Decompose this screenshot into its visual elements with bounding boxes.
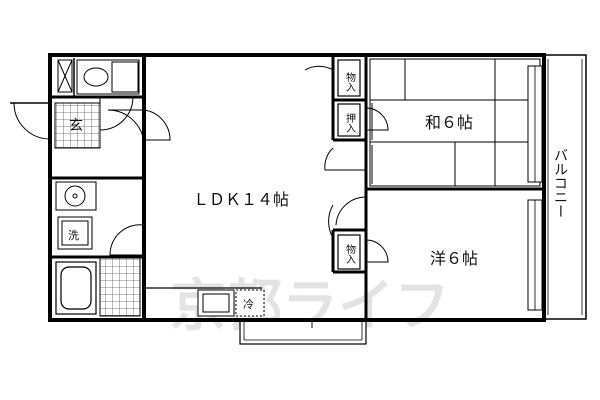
windows [527,65,543,311]
label-storage-3: 物入 [344,243,356,264]
label-balcony: バルコニー [552,148,568,218]
entrance-floor [54,102,101,149]
washbasin [55,181,97,211]
label-storage-2: 押入 [344,112,356,133]
bathtub [55,261,97,315]
label-laundry: 洗 [68,229,79,242]
laundry-pan [57,216,93,250]
label-storage-1: 物入 [344,71,356,92]
bay-window [239,319,367,345]
kitchen-sink [197,289,235,317]
interior-walls [50,55,544,320]
toilet [57,59,140,95]
bath-floor [99,257,141,317]
label-washitsu: 和６帖 [425,113,473,132]
label-ldk: ＬＤＫ１４帖 [193,190,289,209]
label-entrance: 玄 [69,117,83,134]
room-labels: 玄 ＬＤＫ１４帖 和６帖 洋６帖 洗 冷 バルコニー 物入 押入 物入 [68,71,568,311]
label-fridge: 冷 [243,298,254,311]
fridge-space [235,289,265,317]
balcony [543,54,587,320]
doors [10,65,389,263]
label-youshitsu: 洋６帖 [430,249,478,268]
closet-boxes [337,59,361,270]
